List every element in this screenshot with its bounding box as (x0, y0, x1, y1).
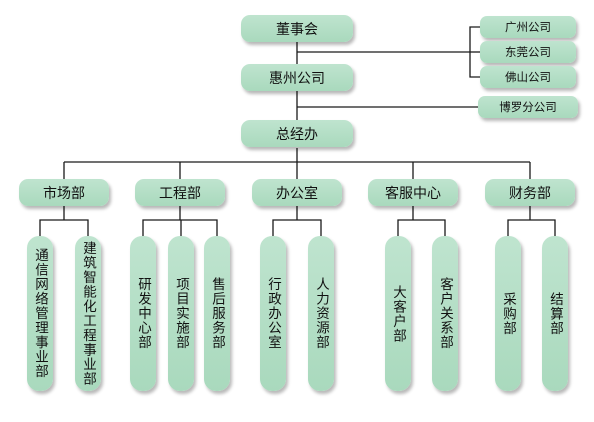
sub-node-building-intelligence: 建筑智能化工程事业部 (75, 236, 101, 391)
branch-boluo-node: 博罗分公司 (478, 96, 578, 118)
sub-node-project-implementation: 项目实施部 (168, 236, 194, 391)
branch-dongguan-node: 东莞公司 (480, 41, 576, 63)
dept-office-node: 办公室 (252, 179, 342, 206)
sub-node-network-mgmt: 通信网络管理事业部 (27, 236, 53, 391)
general-office-node: 总经办 (241, 120, 353, 147)
sub-node-rd-center: 研发中心部 (130, 236, 156, 391)
sub-node-admin-office: 行政办公室 (260, 236, 286, 391)
branch-foshan-node: 佛山公司 (480, 66, 576, 88)
sub-node-customer-relations: 客户关系部 (432, 236, 458, 391)
sub-node-procurement: 采购部 (495, 236, 521, 391)
sub-node-after-sales: 售后服务部 (204, 236, 230, 391)
branch-guangzhou-node: 广州公司 (480, 16, 576, 38)
sub-node-settlement: 结算部 (542, 236, 568, 391)
board-node: 董事会 (241, 15, 353, 42)
dept-engineering-node: 工程部 (135, 179, 225, 206)
dept-finance-node: 财务部 (485, 179, 575, 206)
dept-customer-service-node: 客服中心 (368, 179, 458, 206)
sub-node-key-accounts: 大客户部 (385, 236, 411, 391)
sub-node-hr: 人力资源部 (308, 236, 334, 391)
huizhou-company-node: 惠州公司 (241, 64, 353, 91)
dept-market-node: 市场部 (19, 179, 109, 206)
